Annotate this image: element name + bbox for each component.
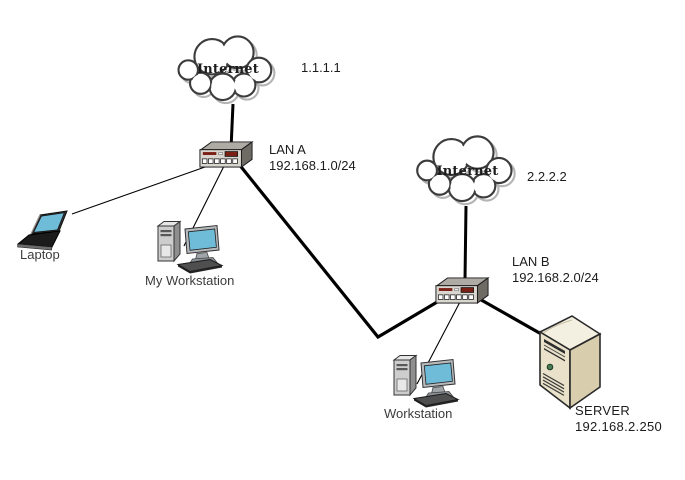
- server-tower-icon: [538, 315, 602, 410]
- server-power-led: [546, 363, 554, 371]
- server-ip: 192.168.2.250: [575, 418, 663, 434]
- server-side-face: [569, 332, 601, 410]
- laptop-base-edge: [17, 243, 53, 251]
- server-vents: [542, 372, 565, 396]
- laptop-screen-highlight: [30, 214, 41, 235]
- workstation-icon: [152, 218, 226, 276]
- internet-a-ip: 1.1.1.1: [301, 60, 341, 75]
- my-workstation-label: My Workstation: [145, 273, 235, 288]
- lan-b-subnet: 192.168.2.0/24: [512, 270, 599, 285]
- workstation-icon: [388, 352, 462, 410]
- lan-b-name: LAN B: [512, 254, 550, 269]
- edge-router-a-laptop: [71, 166, 206, 215]
- workstation-label: Workstation: [384, 406, 453, 421]
- router-a-label: LAN A 192.168.1.0/24: [269, 142, 356, 174]
- edge-internet-b-router-b: [463, 205, 468, 281]
- server-drive-slot: [544, 348, 565, 362]
- server-top-seam: [541, 319, 573, 335]
- internet-a-label: Internet: [197, 62, 259, 77]
- server-seam-line: [543, 344, 566, 358]
- edge-router-b-server: [475, 295, 544, 337]
- router-icon: [198, 140, 254, 169]
- internet-b-label: Internet: [436, 164, 499, 179]
- internet-b-ip: 2.2.2.2: [527, 169, 567, 184]
- server-label: SERVER 192.168.2.250: [575, 403, 662, 434]
- server-drive-slot: [544, 339, 565, 354]
- server-name: SERVER: [575, 403, 631, 418]
- router-b-label: LAN B 192.168.2.0/24: [512, 254, 599, 286]
- laptop-label: Laptop: [20, 247, 60, 262]
- router-icon: [434, 276, 490, 305]
- laptop-icon: [16, 210, 68, 251]
- laptop-screen: [33, 212, 65, 233]
- edge-router-a-router-b: [236, 161, 450, 340]
- lan-a-name: LAN A: [269, 142, 306, 157]
- lan-a-subnet: 192.168.1.0/24: [269, 158, 356, 173]
